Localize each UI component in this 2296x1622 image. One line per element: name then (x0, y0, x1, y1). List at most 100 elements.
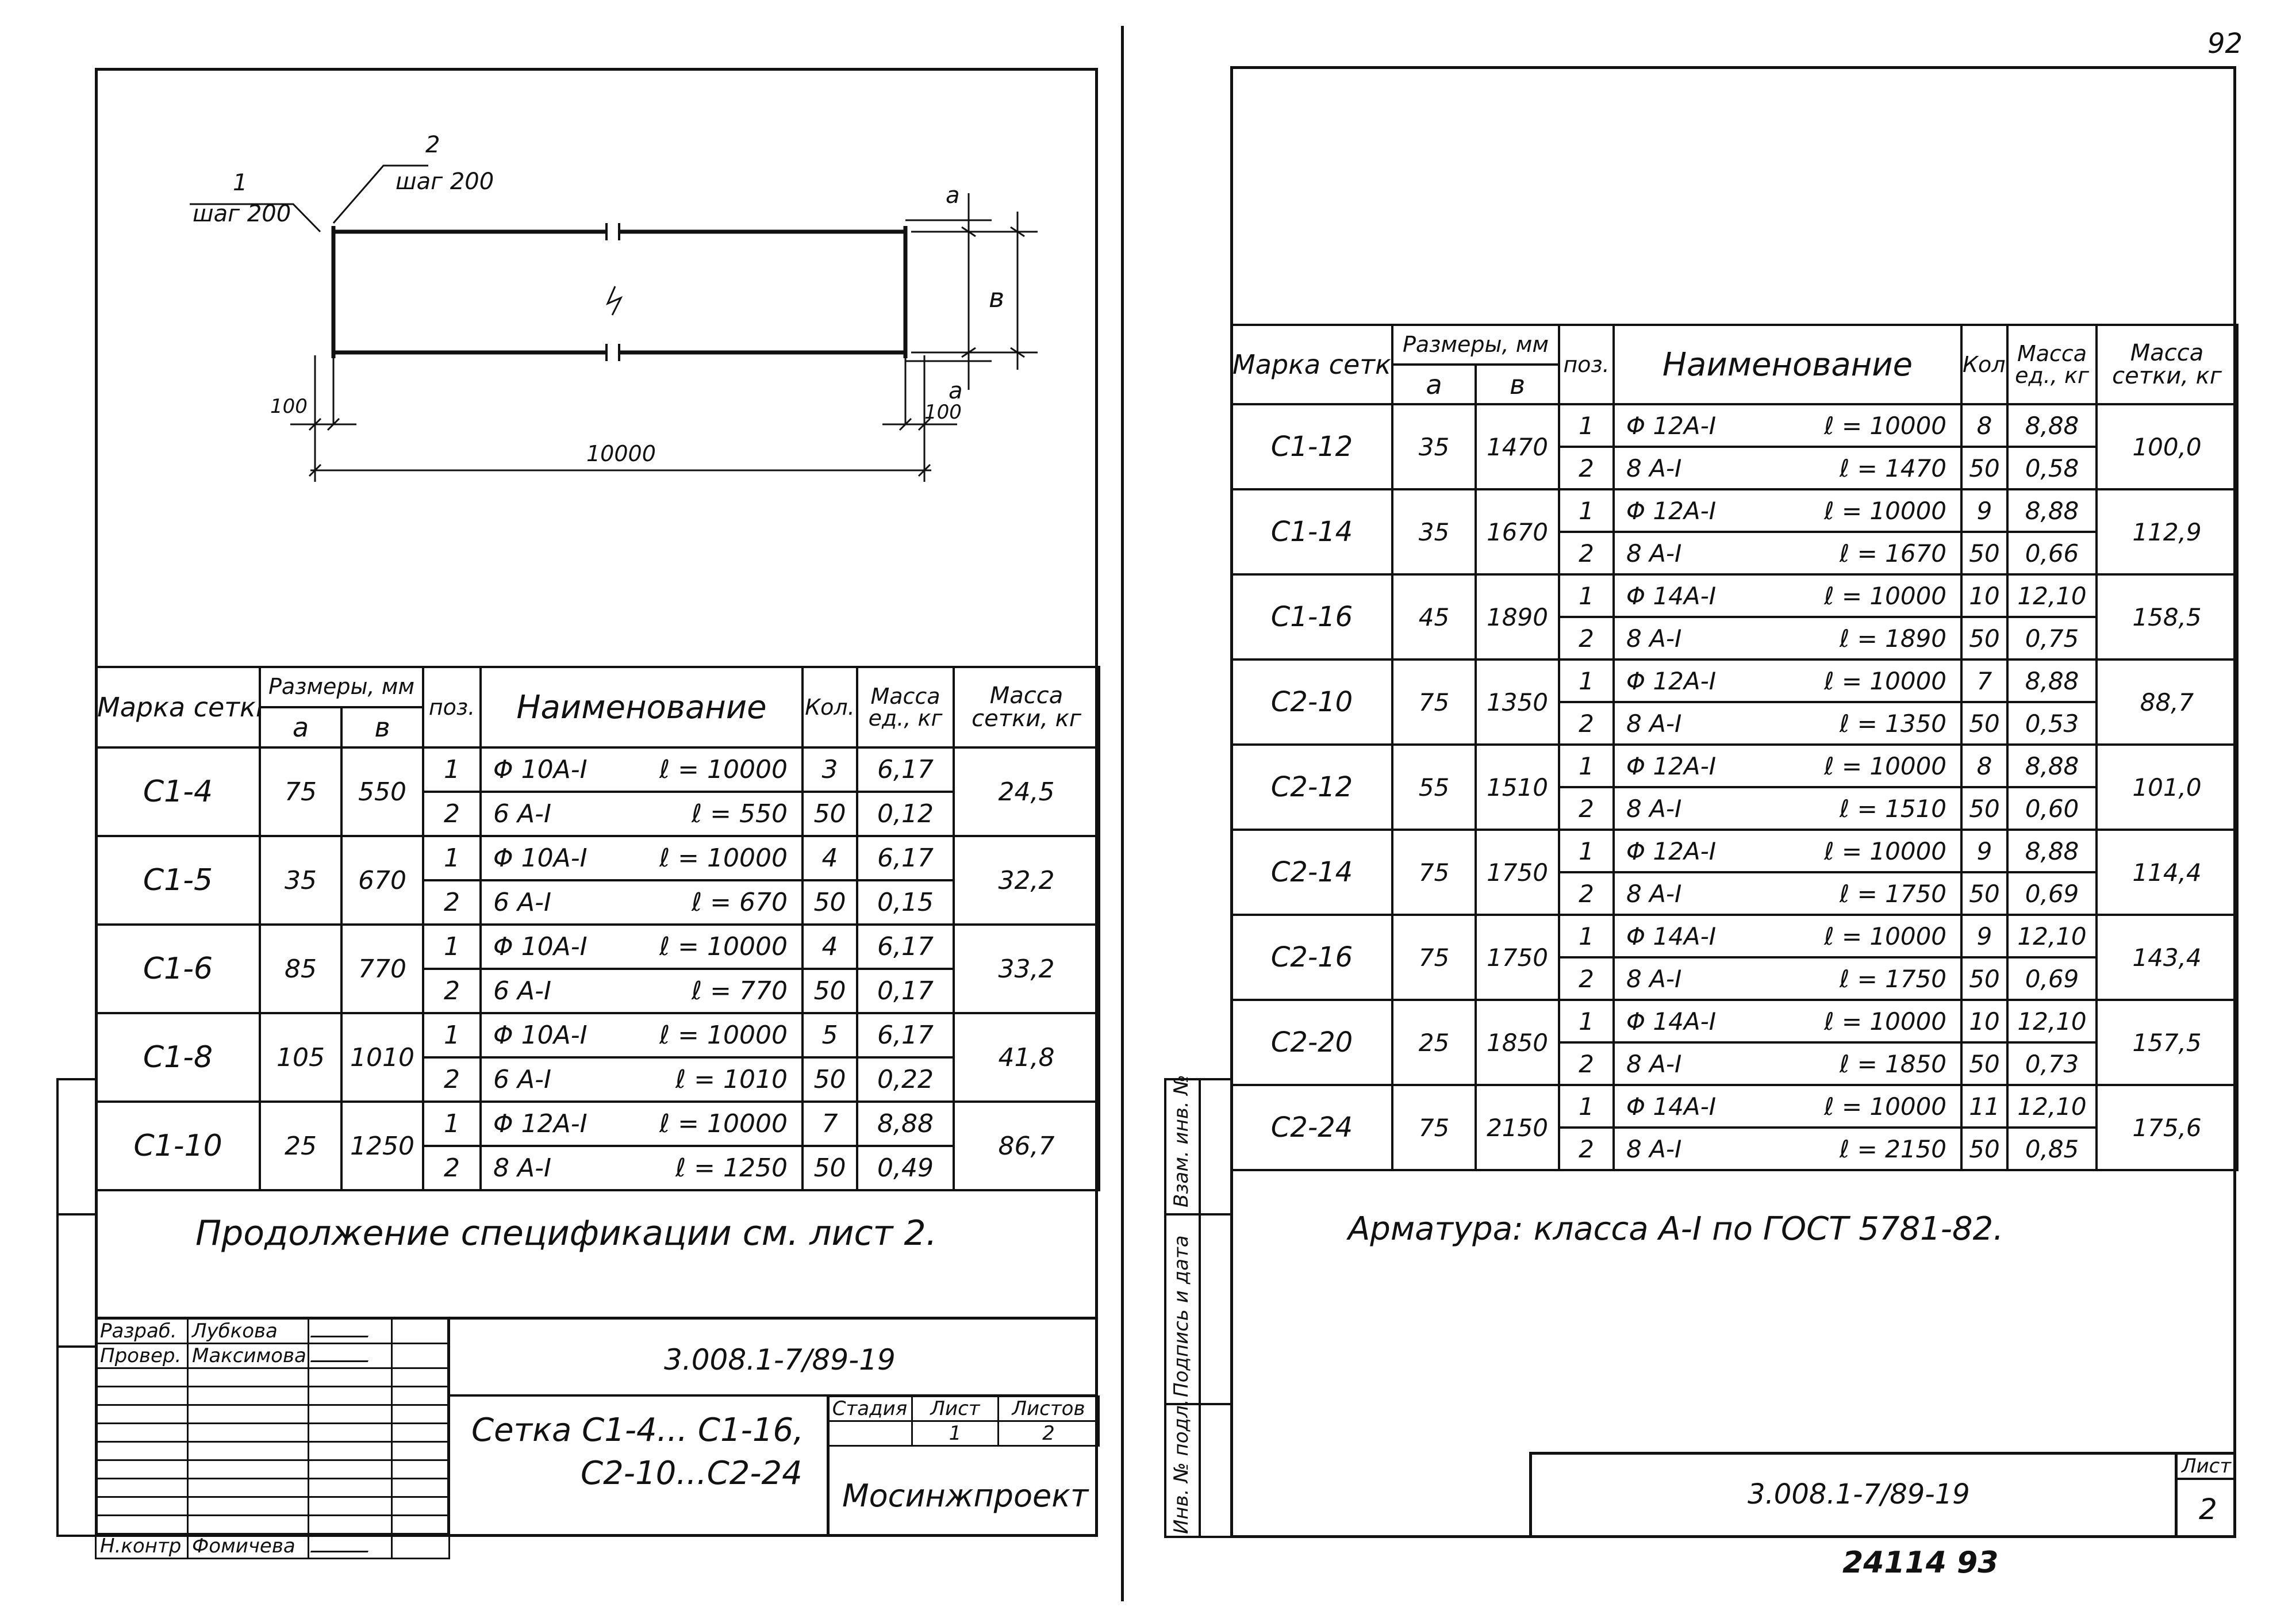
cell-b: 1250 (340, 1100, 425, 1191)
rebar-length: ℓ = 10000 (659, 755, 788, 784)
tb-signature (308, 1367, 393, 1387)
cell-qty: 9 (1960, 829, 2009, 873)
cell-b: 1670 (1474, 488, 1561, 576)
cell-a: 75 (1391, 1084, 1477, 1171)
rebar-length: ℓ = 1890 (1839, 624, 1947, 653)
tb-signature (308, 1318, 393, 1344)
cell-unit-mass: 8,88 (2006, 829, 2098, 873)
cell-pos: 1 (1558, 1084, 1615, 1129)
rebar-length: ℓ = 10000 (1824, 751, 1947, 780)
title-block-top-line (95, 1317, 1098, 1320)
cell-qty: 8 (1960, 743, 2009, 788)
sheet-value: 1 (911, 1420, 999, 1447)
cell-qty: 9 (1960, 488, 2009, 533)
cell-mesh-mass: 158,5 (2095, 573, 2239, 661)
title-block-row (95, 1514, 450, 1535)
tb-role (95, 1496, 189, 1516)
cell-mesh-mass: 157,5 (2095, 999, 2239, 1086)
rebar-length: ℓ = 10000 (659, 843, 788, 873)
cell-a: 75 (1391, 829, 1477, 916)
cell-unit-mass: 6,17 (856, 923, 955, 970)
right-title-block (1529, 1452, 2236, 1538)
cell-qty: 10 (1960, 999, 2009, 1044)
cell-unit-mass: 0,58 (2006, 446, 2098, 490)
cell-b: 1510 (1474, 743, 1561, 831)
title-block-vline (447, 1318, 450, 1537)
tb-date (391, 1386, 450, 1406)
side-stamp-divider (1164, 1403, 1232, 1405)
cell-pos: 1 (1558, 403, 1615, 448)
cell-qty: 3 (801, 746, 859, 793)
cell-unit-mass: 0,53 (2006, 701, 2098, 746)
cell-pos: 2 (1558, 956, 1615, 1001)
rebar-name: 8 А-I (1626, 1049, 1682, 1078)
tb-person (187, 1367, 309, 1387)
signature-icon (310, 1324, 373, 1337)
tb-role (95, 1441, 189, 1461)
cell-b: 1350 (1474, 658, 1561, 746)
pos1-step-label: шаг 200 (193, 201, 291, 227)
cell-qty: 5 (801, 1012, 859, 1059)
rebar-length: ℓ = 10000 (1824, 411, 1947, 440)
tb-date (391, 1343, 450, 1369)
cell-pos: 1 (1558, 488, 1615, 533)
dim-right-offset-label: 100 (924, 401, 962, 424)
cell-unit-mass: 0,69 (2006, 956, 2098, 1001)
cell-unit-mass: 8,88 (2006, 488, 2098, 533)
tb-date (391, 1422, 450, 1443)
tb-person (187, 1459, 309, 1479)
header-unit-mass: Масса ед., кг (856, 666, 955, 749)
tb-signature (308, 1533, 393, 1559)
cell-pos: 2 (422, 791, 482, 837)
cell-mark: С1-12 (1230, 403, 1393, 490)
rebar-name: Φ 10А-I (493, 843, 588, 873)
tb-person (187, 1514, 309, 1535)
cell-unit-mass: 0,85 (2006, 1126, 2098, 1171)
cell-mark: С2-10 (1230, 658, 1393, 746)
cell-mesh-mass: 41,8 (953, 1012, 1101, 1103)
cell-qty: 50 (801, 1145, 859, 1191)
cell-unit-mass: 6,17 (856, 835, 955, 881)
rebar-name: Φ 14А-I (1626, 581, 1717, 610)
rebar-name: 8 А-I (1626, 1134, 1682, 1163)
pos1-label: 1 (233, 170, 248, 196)
cell-pos: 2 (422, 1145, 482, 1191)
cell-pos: 1 (422, 835, 482, 881)
cell-a: 35 (1391, 488, 1477, 576)
rebar-name: 8 А-I (1626, 709, 1682, 738)
rebar-name: Φ 12А-I (1626, 751, 1717, 780)
cell-qty: 50 (1960, 446, 2009, 490)
cell-qty: 50 (1960, 956, 2009, 1001)
rebar-name: Φ 10А-I (493, 932, 588, 961)
tb-person (187, 1441, 309, 1461)
tb-date (391, 1514, 450, 1535)
cell-unit-mass: 6,17 (856, 1012, 955, 1059)
rebar-name: 6 А-I (493, 1065, 551, 1094)
cell-mesh-mass: 114,4 (2095, 829, 2239, 916)
title-block-row (95, 1367, 450, 1387)
tb-role (95, 1386, 189, 1406)
tb-role (95, 1422, 189, 1443)
cell-qty: 9 (1960, 914, 2009, 958)
tb-role (95, 1459, 189, 1479)
rebar-length: ℓ = 1850 (1839, 1049, 1947, 1078)
cell-a: 105 (259, 1012, 343, 1103)
dim-length-label: 10000 (586, 441, 656, 466)
side-stamp-divider (1199, 1078, 1201, 1538)
